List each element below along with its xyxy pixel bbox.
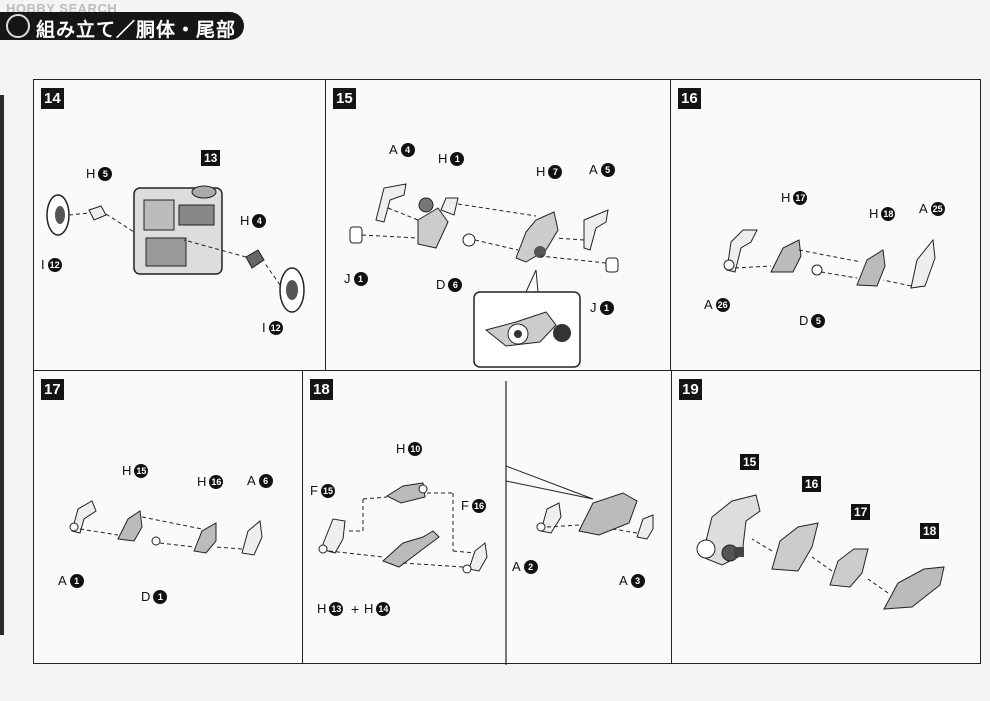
binding-edge [0, 95, 4, 635]
step-19-panel: 19 15 16 17 18 [671, 370, 981, 664]
step-number: 14 [41, 88, 64, 109]
subassembly-16: 16 [802, 476, 822, 492]
step-number: 18 [310, 379, 333, 400]
plus-sign: + [351, 601, 360, 617]
page-title: 組み立て／胴体・尾部 [36, 19, 237, 41]
step-15-illustration [349, 183, 619, 368]
step-number: 15 [333, 88, 356, 109]
step-17-illustration [69, 500, 263, 556]
part-number-13: 13 [201, 150, 221, 166]
subassembly-15: 15 [740, 454, 760, 470]
step-number: 16 [678, 88, 701, 109]
step-number: 17 [41, 379, 64, 400]
step-19-illustration [696, 494, 945, 610]
step-14-illustration [46, 185, 305, 313]
step-16-illustration [723, 229, 936, 289]
step-number: 19 [679, 379, 702, 400]
subassembly-17: 17 [851, 504, 871, 520]
step-18-illustration [318, 381, 654, 665]
gear-logo-icon [6, 14, 30, 38]
subassembly-18: 18 [920, 523, 940, 539]
header-bar [0, 12, 244, 40]
